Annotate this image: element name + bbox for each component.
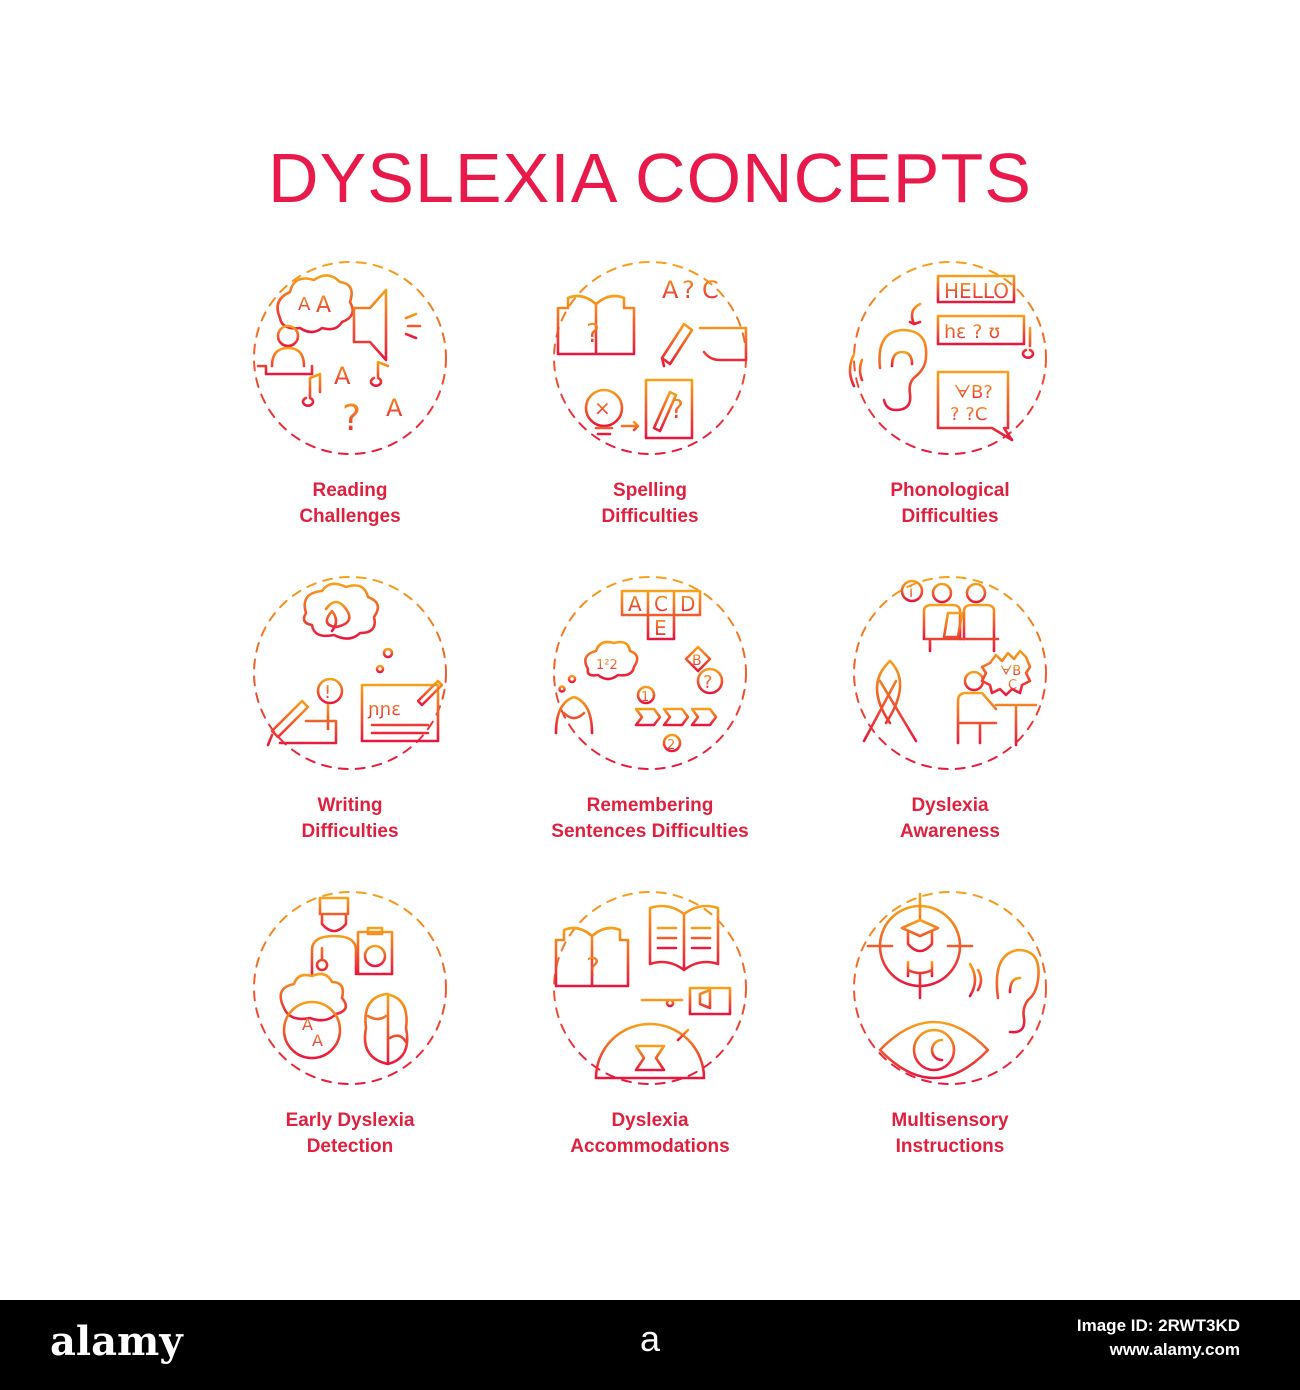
svg-text:A: A (316, 293, 331, 318)
multisensory-instructions-icon (853, 891, 1047, 1085)
concept-label: Writing Difficulties (180, 793, 520, 845)
svg-text:D: D (680, 592, 695, 616)
concept-label: Phonological Difficulties (780, 478, 1120, 530)
label-line-1: Multisensory (891, 1110, 1009, 1131)
svg-text:!: ! (324, 682, 331, 703)
svg-text:?: ? (703, 672, 713, 693)
label-line-2: Instructions (895, 1136, 1005, 1157)
phonological-difficulties-icon: HELLO hɛ ? ʊ ᗄB? ? ?C (848, 261, 1047, 455)
label-line-2: Detection (306, 1136, 394, 1157)
page-title: DYSLEXIA CONCEPTS (268, 139, 1032, 217)
svg-text:B: B (692, 653, 702, 669)
label-line-1: Remembering (586, 795, 714, 816)
footer-bar: alamy a Image ID: 2RWT3KD www.alamy.com (0, 1300, 1300, 1390)
label-line-2: Accommodations (570, 1136, 730, 1157)
concept-label: Spelling Difficulties (480, 478, 820, 530)
svg-text:A: A (302, 1015, 313, 1034)
early-detection-icon: A A (253, 891, 447, 1085)
concept-label: Early Dyslexia Detection (180, 1108, 520, 1160)
label-line-1: Phonological (890, 480, 1010, 501)
brand-logo[interactable]: alamy (50, 1318, 183, 1365)
svg-text:ᗄB: ᗄB (1000, 664, 1021, 679)
site-url[interactable]: www.alamy.com (1109, 1340, 1240, 1359)
svg-text:ᗄB?: ᗄB? (954, 382, 993, 403)
label-line-2: Difficulties (601, 506, 699, 527)
concept-label: Multisensory Instructions (780, 1108, 1120, 1160)
label-line-1: Reading (312, 480, 388, 501)
svg-text:E: E (654, 616, 667, 640)
brand-symbol: a (639, 1318, 661, 1359)
svg-text:?: ? (586, 953, 600, 983)
spelling-difficulties-icon: ? A ? C × ? (553, 261, 748, 455)
svg-text:?: ? (342, 398, 361, 439)
svg-text:A: A (312, 1031, 323, 1050)
label-line-2: Awareness (900, 821, 1000, 842)
reading-challenges-icon: A A A A ? (253, 261, 447, 455)
svg-text:HELLO: HELLO (944, 279, 1009, 303)
svg-text:×: × (594, 396, 611, 420)
label-line-1: Dyslexia (911, 795, 989, 816)
accommodations-icon: ? (553, 891, 747, 1085)
label-line-1: Early Dyslexia (285, 1110, 415, 1131)
label-line-1: Dyslexia (611, 1110, 689, 1131)
svg-text:2: 2 (667, 738, 675, 753)
svg-text:C: C (702, 276, 719, 304)
svg-text:?: ? (586, 319, 600, 349)
svg-text:A: A (628, 592, 642, 616)
remembering-sentences-icon: A C D E B 1²2 1 2 ? (553, 576, 747, 770)
svg-text:?: ? (670, 395, 684, 425)
svg-text:i: i (909, 583, 913, 601)
label-line-2: Difficulties (901, 506, 999, 527)
concept-label: Dyslexia Accommodations (480, 1108, 820, 1160)
label-line-1: Spelling (613, 480, 687, 501)
svg-text:ɲɲɛ: ɲɲɛ (367, 699, 401, 720)
dyslexia-awareness-icon: i ᗄB C (853, 576, 1047, 770)
svg-text:A: A (386, 394, 403, 422)
image-id-block: Image ID: 2RWT3KD www.alamy.com (1077, 1314, 1240, 1362)
svg-text:hɛ ? ʊ: hɛ ? ʊ (944, 321, 1000, 343)
svg-text:A: A (662, 276, 679, 304)
svg-text:A: A (334, 362, 351, 390)
label-line-1: Writing (317, 795, 383, 816)
svg-text:1: 1 (641, 690, 649, 705)
image-id: Image ID: 2RWT3KD (1076, 1316, 1240, 1335)
concept-label: Remembering Sentences Difficulties (480, 793, 820, 845)
writing-difficulties-icon: ! ɲɲɛ (253, 576, 447, 770)
svg-text:A: A (298, 294, 311, 315)
concept-label: Reading Challenges (180, 478, 520, 530)
svg-text:C: C (654, 592, 668, 616)
label-line-2: Challenges (299, 506, 401, 527)
svg-text:C: C (1008, 678, 1017, 693)
svg-text:1²2: 1²2 (596, 658, 618, 673)
label-line-2: Sentences Difficulties (551, 821, 749, 842)
label-line-2: Difficulties (301, 821, 399, 842)
svg-text:? ?C: ? ?C (950, 404, 987, 425)
concept-label: Dyslexia Awareness (780, 793, 1120, 845)
svg-text:?: ? (682, 276, 695, 304)
